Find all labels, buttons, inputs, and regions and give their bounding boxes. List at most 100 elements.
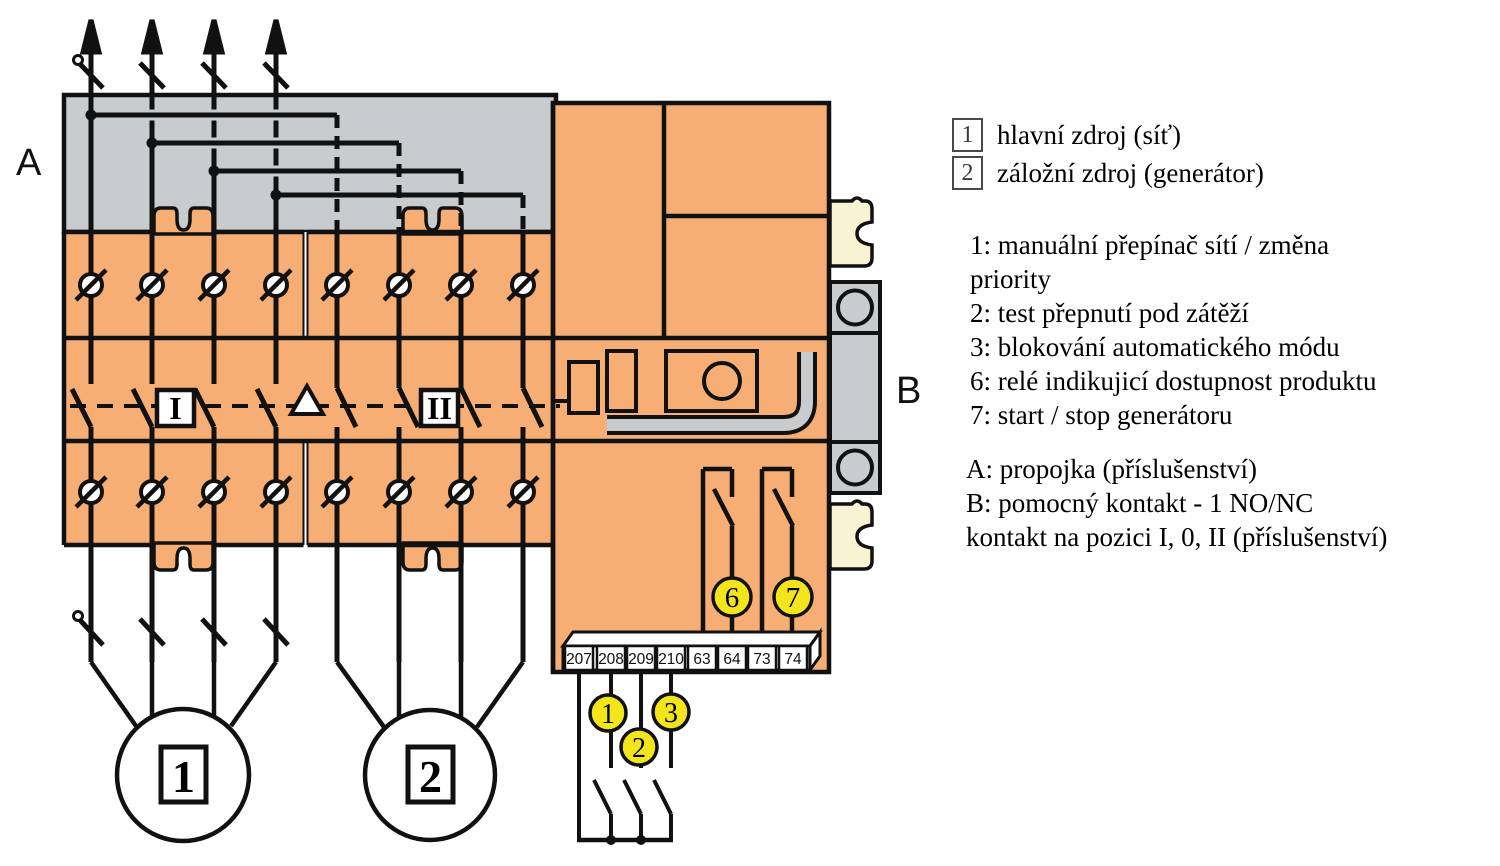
tab-bottom-left: [152, 541, 215, 572]
operator-mechanism-area: [553, 349, 817, 435]
legend-line: priority: [970, 264, 1051, 294]
source-2-box: [405, 744, 456, 805]
terminal-number: 74: [784, 651, 802, 668]
source-1-label: 1: [172, 751, 195, 802]
control-badges: 1 2 3: [588, 692, 691, 767]
source-side-ticks: [72, 610, 290, 647]
terminal-cells: [563, 644, 809, 672]
terminal-number: 73: [753, 651, 770, 668]
interlock-piece-icon: [828, 499, 874, 571]
source-2-key-box: 2: [952, 156, 983, 190]
load-arrows: [72, 19, 290, 90]
isolator-tick: [262, 617, 290, 647]
neutral-pole-ring: [72, 610, 84, 622]
terminal-numbers: 207 208 209 210 63 64 73 74: [566, 651, 802, 668]
feeder-wire: [89, 660, 138, 728]
badge-3-label: 3: [664, 698, 678, 729]
isolator-tick: [200, 61, 228, 90]
badge-1-label: 1: [601, 699, 615, 730]
neutral-position-triangle: [287, 381, 327, 416]
pole-3: [192, 46, 217, 662]
legend-line: kontakt na pozici I, 0, II (příslušenstv…: [966, 522, 1388, 552]
jumper-wires: [85, 109, 526, 232]
badge-7-circle: [772, 576, 814, 618]
source-1-key-box: 1: [952, 118, 983, 152]
legend-line: B: pomocný kontakt - 1 NO/NC: [966, 488, 1314, 518]
badge-2-label: 2: [632, 733, 646, 764]
source-2-key-label: záložní zdroj (generátor): [997, 157, 1264, 188]
arrow-icon: [79, 19, 103, 55]
device-borders: [61, 103, 829, 672]
strip-top-face: [560, 630, 823, 648]
arrow-icon: [202, 19, 226, 55]
legend-line: 3: blokování automatického módu: [970, 332, 1340, 362]
feeder-wire: [475, 660, 525, 729]
interlock-piece-icon: [828, 196, 874, 268]
pole-terminal-symbols: [74, 268, 540, 509]
mechanism-block-small: [567, 360, 600, 415]
terminal-number: 209: [628, 651, 654, 668]
label-b: B: [896, 370, 921, 412]
terminal-number: 207: [566, 651, 592, 668]
terminal-number: 63: [693, 651, 710, 668]
isolator-tick: [138, 61, 166, 90]
isolator-tick: [200, 617, 228, 647]
source-1-key-label: hlavní zdroj (síť): [997, 119, 1181, 150]
badge-3-circle: [651, 692, 691, 732]
terminal-cell-74: [777, 644, 809, 672]
module-gap-lower: [303, 441, 308, 545]
terminal-number: 64: [723, 651, 741, 668]
source-circles: 1 2: [114, 706, 498, 844]
module-gap-upper: [303, 232, 308, 338]
switch-blade: [622, 779, 643, 815]
manual-handle-icon: [607, 352, 813, 431]
legend-accessories: A: propojka (příslušenství) B: pomocný k…: [966, 452, 1500, 554]
source-2-label: 2: [419, 751, 442, 802]
relay-badges: 6 7: [711, 576, 814, 618]
label-a: A: [16, 142, 42, 184]
source-1-box: [158, 744, 209, 805]
badge-6-label: 6: [725, 582, 740, 614]
arrow-icon: [140, 19, 164, 55]
interlock-tabs: [152, 206, 464, 572]
position-box-II: [418, 387, 461, 429]
tab-top-left: [152, 206, 215, 236]
feeder-wire: [229, 660, 278, 728]
position-box-I: [154, 387, 197, 429]
feeder-wire: [335, 660, 386, 729]
legend-line: 1: manuální přepínač sítí / změna: [970, 230, 1330, 260]
legend-line: A: propojka (příslušenství): [966, 454, 1257, 484]
legend-key-row-1: 1 hlavní zdroj (síť): [952, 116, 1264, 154]
aux-contact-hole-icon: [836, 448, 874, 487]
upper-terminal-row: [74, 268, 540, 302]
aux-contact-hole-icon: [836, 288, 874, 327]
switch-mechanism: I II: [70, 381, 560, 429]
isolator-tick: [138, 617, 166, 647]
wiring-diagram-canvas: I II 6 7: [16, 19, 921, 845]
motor-operator-box: [664, 349, 759, 413]
motor-shaft-circle: [702, 361, 742, 401]
legend-line: 6: relé indikujicí dostupnost produktu: [970, 366, 1377, 396]
mechanism-block: [605, 349, 638, 413]
tab-bottom-right: [401, 541, 464, 572]
source-feeders: [89, 660, 525, 729]
badge-6-circle: [711, 576, 753, 618]
wiring-junction-dots: [606, 835, 646, 845]
switch-blade: [592, 779, 613, 815]
arrow-icon: [264, 19, 288, 55]
jumper-drop-dashed: [334, 115, 526, 232]
terminal-cell-64: [716, 644, 748, 672]
pole-2: [130, 46, 155, 662]
legend-line: 7: start / stop generátoru: [970, 400, 1233, 430]
legend-source-key: 1 hlavní zdroj (síť) 2 záložní zdroj (ge…: [952, 116, 1264, 192]
pole-7: [458, 232, 483, 662]
terminal-strip: 207 208 209 210 63 64 73 74: [560, 627, 823, 675]
switch-blade: [652, 779, 673, 815]
isolator-tick: [262, 61, 290, 90]
terminal-number: 208: [598, 651, 624, 668]
terminal-cell-63: [686, 644, 718, 672]
neutral-pole-ring: [72, 54, 84, 66]
jumper-tap-dots: [85, 109, 282, 201]
badge-1-circle: [588, 693, 628, 733]
